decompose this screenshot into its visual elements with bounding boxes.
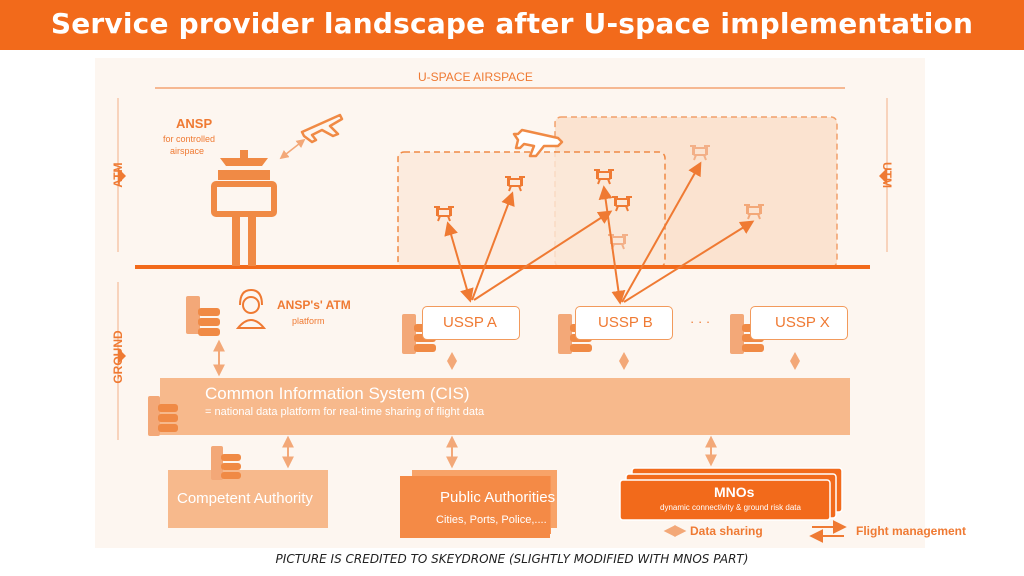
server-icon (211, 446, 241, 480)
title-banner (0, 0, 1024, 50)
flight-management-links (444, 161, 755, 305)
tower-plane-link (279, 138, 306, 160)
control-tower-icon (211, 150, 277, 266)
ussp-b-label: USSP B (598, 314, 653, 331)
cis-subtitle: = national data platform for real-time s… (205, 406, 485, 418)
atm-platform-sub: platform (292, 316, 325, 326)
airplane-icon (512, 128, 564, 158)
drone-icon (505, 176, 525, 192)
ground-marker (118, 348, 126, 364)
atm-platform-title: ANSP's' ATM (277, 298, 351, 312)
page-title: Service provider landscape after U-space… (50, 7, 974, 40)
drone-icon (690, 145, 710, 161)
cis-band (160, 378, 850, 435)
image-credit: PICTURE IS CREDITED TO SKEYDRONE (SLIGHT… (275, 552, 749, 566)
drone-icon (594, 169, 614, 185)
ansp-line2: airspace (170, 146, 205, 156)
mnos-stack (619, 467, 843, 521)
ansp-line1: for controlled (163, 134, 216, 144)
ussp-a-box: USSP A (422, 306, 520, 340)
data-sharing-links (213, 339, 717, 469)
drone-icon (434, 206, 454, 222)
atm-marker (118, 168, 126, 184)
legend-data-sharing-label: Data sharing (690, 524, 763, 538)
ussp-x-label: USSP X (775, 314, 830, 331)
mnos-title: MNOs (714, 484, 755, 500)
legend-flight-arrows (809, 520, 847, 543)
server-icon (186, 296, 220, 336)
competent-authority-label: Competent Authority (177, 490, 313, 507)
server-icon (148, 396, 178, 436)
atm-side-label: ATM (111, 162, 125, 188)
ussp-ellipsis: · · · (690, 314, 711, 329)
drone-icon (744, 204, 764, 220)
competent-authority-box (168, 470, 328, 528)
ussp-x-box: USSP X (750, 306, 848, 340)
u-space-label: U-SPACE AIRSPACE (418, 70, 533, 84)
airplane-icon (300, 113, 344, 144)
public-authorities-stack (400, 470, 557, 538)
ansp-title: ANSP (176, 116, 213, 131)
utm-side-label: UTM (880, 162, 894, 188)
cis-connectors (447, 352, 800, 370)
public-authorities-sub: Cities, Ports, Police,.... (436, 514, 547, 526)
ussp-b-box: USSP B (575, 306, 673, 340)
cis-title: Common Information System (CIS) (205, 384, 470, 403)
utm-marker (879, 168, 887, 184)
headset-operator-icon (235, 288, 267, 329)
ussp-a-label: USSP A (443, 314, 497, 331)
public-authorities-title: Public Authorities (440, 489, 556, 506)
ground-side-label: GROUND (111, 330, 125, 384)
legend-flight-management-label: Flight management (856, 524, 967, 538)
mnos-sub: dynamic connectivity & ground risk data (660, 503, 801, 512)
